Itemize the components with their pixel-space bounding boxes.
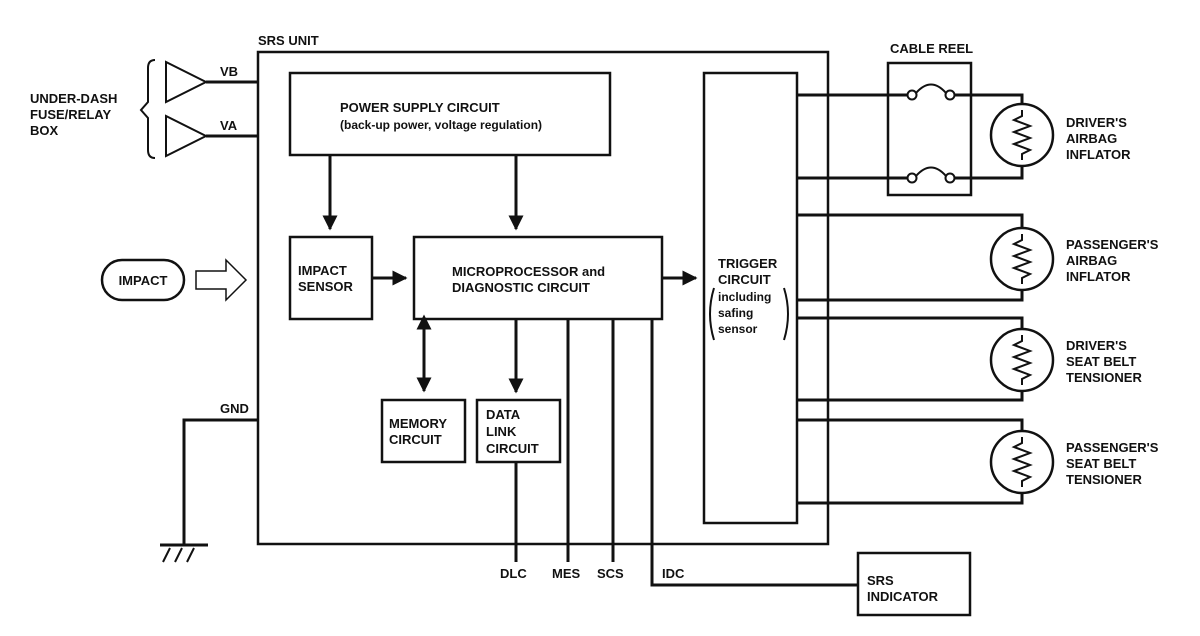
trigger-paren-right — [783, 287, 789, 341]
passenger-airbag-inflator: PASSENGER'S AIRBAG INFLATOR — [989, 226, 1159, 292]
data-link-circuit-box — [475, 398, 562, 464]
ground-hatch-icon — [162, 547, 195, 563]
driver-airbag-inflator: DRIVER'S AIRBAG INFLATOR — [989, 102, 1131, 168]
trigger-label-1: TRIGGER — [718, 256, 778, 271]
impact-sensor-box — [288, 235, 374, 321]
data-link-label-2: LINK — [486, 424, 517, 439]
memory-circuit-box — [380, 398, 467, 464]
power-supply-label: POWER SUPPLY CIRCUIT — [340, 100, 500, 115]
scs-label: SCS — [597, 566, 624, 581]
cable-reel-arc-1 — [915, 83, 947, 94]
output-4-label-1: PASSENGER'S — [1066, 440, 1159, 455]
power-supply-box — [288, 71, 612, 157]
output-2-label-1: PASSENGER'S — [1066, 237, 1159, 252]
impact-arrow-icon — [195, 258, 248, 302]
trigger-circuit-box — [702, 71, 799, 525]
vb-input: VB — [165, 60, 290, 104]
passenger-airbag-resistor-icon — [1011, 234, 1033, 284]
data-link-label-3: CIRCUIT — [486, 441, 539, 456]
data-link-label-1: DATA — [486, 407, 521, 422]
driver-tensioner-resistor-icon — [1011, 335, 1033, 385]
va-label: VA — [220, 118, 238, 133]
output-4-label-3: TENSIONER — [1066, 472, 1142, 487]
microprocessor-label-1: MICROPROCESSOR and — [452, 264, 605, 279]
output-2-label-3: INFLATOR — [1066, 269, 1131, 284]
cable-reel-arc-2 — [915, 166, 947, 177]
srs-unit-label: SRS UNIT — [258, 33, 319, 48]
trigger-label-5: sensor — [718, 322, 758, 336]
trigger-label-3: including — [718, 290, 771, 304]
idc-wire — [650, 319, 858, 587]
power-supply-sublabel: (back-up power, voltage regulation) — [340, 118, 542, 132]
impact-sensor-label-1: IMPACT — [298, 263, 347, 278]
output-1-label-1: DRIVER'S — [1066, 115, 1127, 130]
gnd-wire — [182, 418, 258, 545]
microprocessor-label-2: DIAGNOSTIC CIRCUIT — [452, 280, 590, 295]
output-3-label-1: DRIVER'S — [1066, 338, 1127, 353]
dlc-label: DLC — [500, 566, 527, 581]
driver-tensioner-wire-bottom — [797, 385, 1024, 402]
va-terminal-icon — [165, 114, 209, 158]
fuse-box-label-1: UNDER-DASH — [30, 91, 117, 106]
output-3-label-3: TENSIONER — [1066, 370, 1142, 385]
passenger-seat-belt-tensioner: PASSENGER'S SEAT BELT TENSIONER — [989, 429, 1159, 495]
cable-reel-contact-3 — [906, 172, 918, 184]
driver-tensioner-wire-top — [797, 316, 1024, 335]
passenger-tensioner-wire-bottom — [797, 487, 1024, 505]
trigger-label-4: safing — [718, 306, 753, 320]
mes-label: MES — [552, 566, 581, 581]
cable-reel-contact-4 — [944, 172, 956, 184]
driver-airbag-resistor-icon — [1011, 110, 1033, 160]
output-3-label-2: SEAT BELT — [1066, 354, 1136, 369]
output-4-label-2: SEAT BELT — [1066, 456, 1136, 471]
passenger-airbag-wire-top — [797, 213, 1024, 234]
cable-reel: CABLE REEL — [886, 41, 973, 197]
memory-label-1: MEMORY — [389, 416, 447, 431]
cable-reel-contact-2 — [944, 89, 956, 101]
trigger-paren-left — [709, 287, 715, 341]
ground: GND — [160, 401, 258, 563]
idc-label: IDC — [662, 566, 685, 581]
vb-terminal-icon — [165, 60, 209, 104]
driver-seat-belt-tensioner: DRIVER'S SEAT BELT TENSIONER — [989, 327, 1142, 393]
srs-indicator-box — [856, 551, 972, 617]
trigger-label-2: CIRCUIT — [718, 272, 771, 287]
fuse-relay-box: UNDER-DASH FUSE/RELAY BOX — [30, 59, 156, 159]
passenger-tensioner-resistor-icon — [1011, 437, 1033, 487]
passenger-airbag-wire-bottom — [797, 284, 1024, 302]
cable-reel-contact-1 — [906, 89, 918, 101]
impact-pill — [100, 258, 186, 302]
passenger-tensioner-wire-top — [797, 418, 1024, 437]
srs-indicator-label-2: INDICATOR — [867, 589, 939, 604]
output-1-label-2: AIRBAG — [1066, 131, 1117, 146]
output-2-label-2: AIRBAG — [1066, 253, 1117, 268]
vb-label: VB — [220, 64, 238, 79]
gnd-label: GND — [220, 401, 249, 416]
cable-reel-label: CABLE REEL — [890, 41, 973, 56]
memory-label-2: CIRCUIT — [389, 432, 442, 447]
fuse-box-label-2: FUSE/RELAY — [30, 107, 111, 122]
impact-sensor-label-2: SENSOR — [298, 279, 354, 294]
impact-label: IMPACT — [119, 273, 168, 288]
microprocessor-box — [412, 235, 664, 321]
output-1-label-3: INFLATOR — [1066, 147, 1131, 162]
cable-reel-box — [886, 61, 973, 197]
srs-indicator-label-1: SRS — [867, 573, 894, 588]
fuse-box-label-3: BOX — [30, 123, 59, 138]
va-input: VA — [165, 114, 290, 158]
impact-input: IMPACT — [100, 258, 248, 302]
fuse-box-bracket — [139, 59, 156, 159]
